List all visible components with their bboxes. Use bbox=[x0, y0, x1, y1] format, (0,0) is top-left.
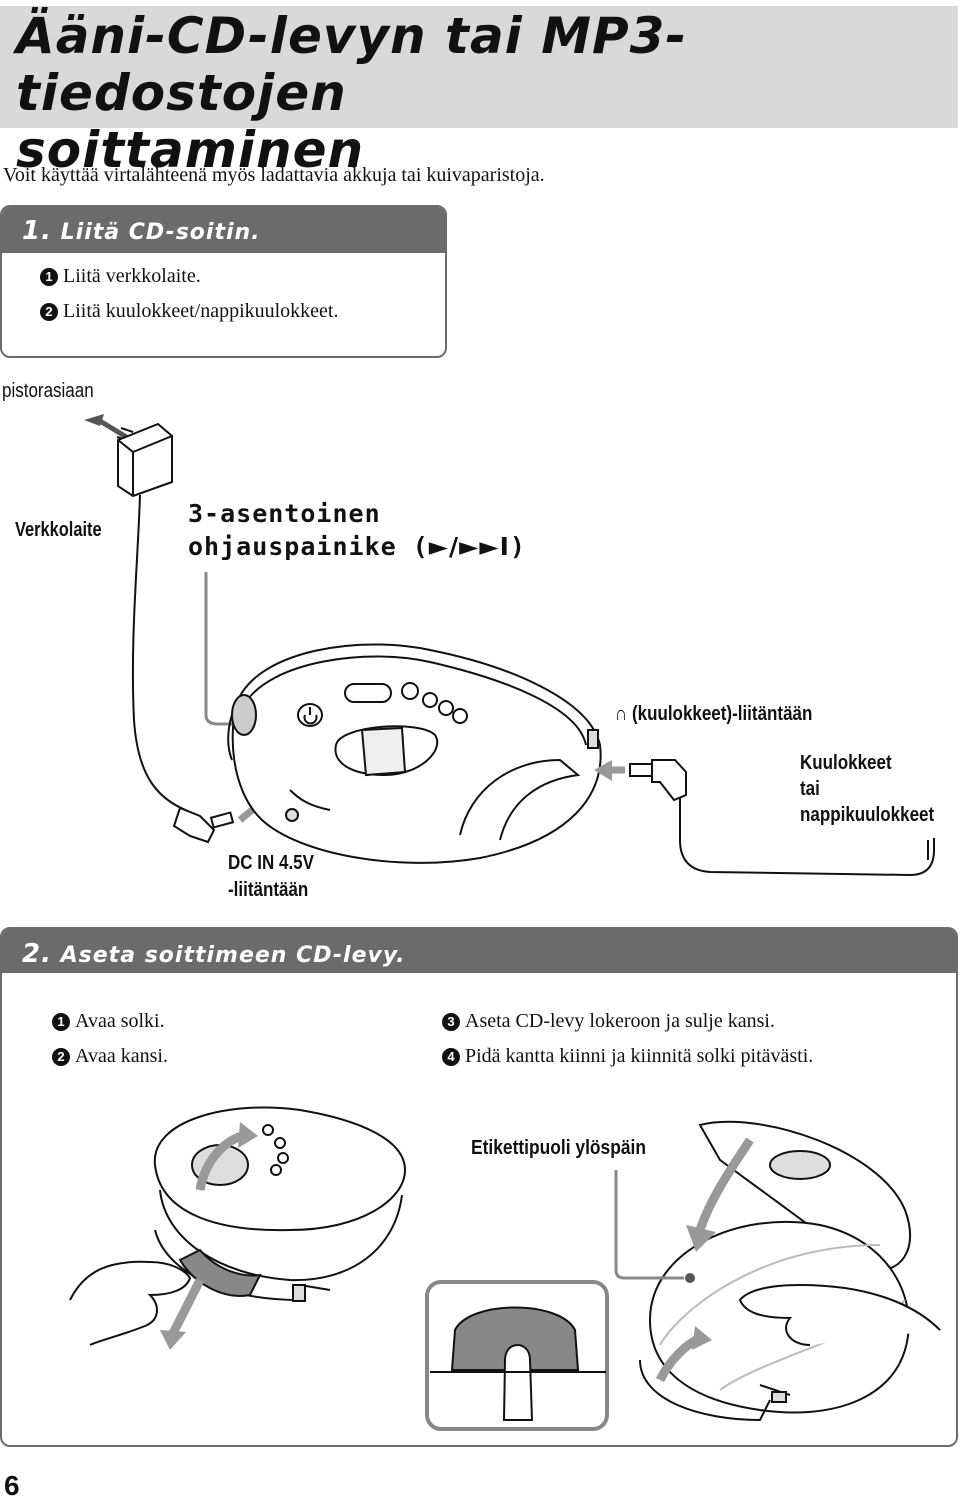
step2-box: 2. Aseta soittimeen CD-levy. bbox=[0, 927, 958, 1447]
step1-heading: 1. Liitä CD-soitin. bbox=[2, 207, 445, 253]
connection-illustration bbox=[84, 414, 935, 877]
outlet-label: pistorasiaan bbox=[2, 380, 94, 402]
step2-heading: 2. Aseta soittimeen CD-levy. bbox=[2, 929, 956, 973]
label-side-up-text: Etikettipuoli ylöspäin bbox=[471, 1137, 646, 1159]
title-band bbox=[0, 6, 958, 128]
headphone-jack-label: ∩ (kuulokkeet)-liitäntään bbox=[615, 703, 813, 725]
headphone-cord bbox=[679, 798, 935, 877]
dcin-label: DC IN 4.5V -liitäntään bbox=[228, 852, 314, 901]
adapter-label: Verkkolaite bbox=[15, 519, 102, 541]
control-button-label: 3-asentoinen ohjauspainike (►/►►I) bbox=[188, 499, 526, 561]
adapter-cord bbox=[131, 494, 191, 813]
headphone-icon: ∩ bbox=[615, 703, 628, 725]
ac-adapter-icon bbox=[116, 422, 173, 498]
play-next-icon: ►/►►I bbox=[428, 532, 510, 561]
intro-text: Voit käyttää virtalähteenä myös ladattav… bbox=[3, 164, 545, 186]
dc-plug-icon bbox=[172, 806, 235, 844]
control-leader-line bbox=[204, 572, 236, 726]
headphone-plug-icon bbox=[629, 759, 687, 802]
headphones-label: Kuulokkeet tai nappikuulokkeet bbox=[800, 752, 935, 826]
page-number: 6 bbox=[4, 1470, 20, 1501]
outlet-arrow-icon bbox=[84, 414, 130, 441]
cd-player-icon bbox=[227, 643, 602, 864]
headphone-arrow-icon bbox=[594, 760, 625, 781]
